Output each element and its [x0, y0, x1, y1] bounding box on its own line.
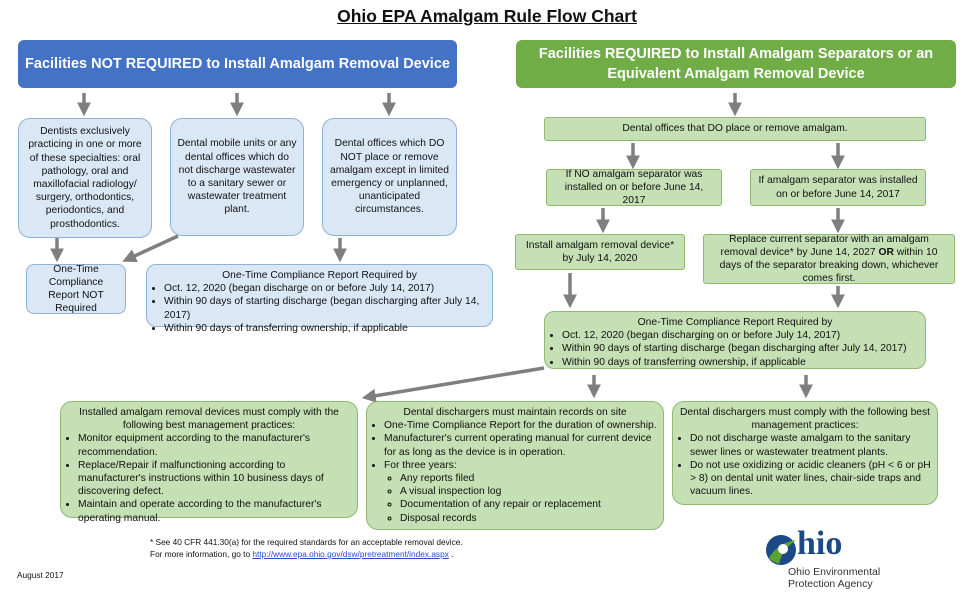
- footnote-more-info-text: For more information, go to: [150, 549, 253, 559]
- install-device-text: Install amalgam removal device* by July …: [525, 239, 675, 264]
- list-item: Monitor equipment according to the manuf…: [78, 432, 351, 458]
- records-sublist: Any reports filed A visual inspection lo…: [384, 472, 657, 525]
- specialties-text: Dentists exclusively practicing in one o…: [28, 126, 142, 230]
- right-report-heading: One-Time Compliance Report Required by: [637, 317, 833, 328]
- report-not-required-box: One-Time Compliance Report NOT Required: [26, 264, 126, 314]
- offices-place-amalgam-box: Dental offices that DO place or remove a…: [544, 117, 926, 141]
- list-item: Within 90 days of transferring ownership…: [164, 322, 486, 335]
- mobile-units-text: Dental mobile units or any dental office…: [177, 138, 297, 216]
- logo-agency-line2: Protection Agency: [788, 578, 873, 590]
- list-item: Any reports filed: [400, 472, 657, 485]
- list-item: Do not use oxidizing or acidic cleaners …: [690, 459, 931, 499]
- list-item: Manufacturer's current operating manual …: [384, 432, 657, 458]
- arrow: [361, 366, 545, 403]
- has-separator-text: If amalgam separator was installed on or…: [758, 175, 918, 200]
- replace-separator-text: Replace current separator with an amalga…: [710, 233, 948, 286]
- records-list: One-Time Compliance Report for the durat…: [373, 419, 657, 525]
- list-item: One-Time Compliance Report for the durat…: [384, 419, 657, 432]
- list-item: Disposal records: [400, 512, 657, 525]
- pretreatment-link[interactable]: http://www.epa.ohio.gov/dsw/pretreatment…: [252, 549, 449, 559]
- bmp-devices-heading: Installed amalgam removal devices must c…: [79, 407, 339, 432]
- list-item: Within 90 days of starting discharge (be…: [562, 342, 919, 355]
- ohio-epa-logo: hio Ohio Environmental Protection Agency: [764, 525, 894, 592]
- no-amalgam-box: Dental offices which DO NOT place or rem…: [322, 118, 457, 236]
- records-heading: Dental dischargers must maintain records…: [403, 407, 627, 418]
- right-report-list: Oct. 12, 2020 (began discharging on or b…: [551, 329, 919, 369]
- logo-word: hio: [797, 525, 843, 562]
- report-not-required-text: One-Time Compliance Report NOT Required: [48, 263, 104, 315]
- footnote-standards: * See 40 CFR 441.30(a) for the required …: [150, 537, 463, 547]
- date-label: August 2017: [17, 570, 64, 580]
- logo-agency-line1: Ohio Environmental: [788, 566, 881, 578]
- dischargers-comply-heading: Dental dischargers must comply with the …: [679, 407, 931, 432]
- not-required-header: Facilities NOT REQUIRED to Install Amalg…: [18, 40, 457, 88]
- list-item: Documentation of any repair or replaceme…: [400, 498, 657, 511]
- no-separator-box: If NO amalgam separator was installed on…: [546, 169, 722, 206]
- list-item: For three years: Any reports filed A vis…: [384, 459, 657, 525]
- no-amalgam-text: Dental offices which DO NOT place or rem…: [329, 138, 450, 216]
- replace-text-part: Replace current separator with an amalga…: [720, 233, 929, 258]
- left-report-heading: One-Time Compliance Report Required by: [222, 270, 417, 281]
- not-required-header-text: Facilities NOT REQUIRED to Install Amalg…: [25, 56, 450, 72]
- list-item: Oct. 12, 2020 (began discharge on or bef…: [164, 282, 486, 295]
- install-device-box: Install amalgam removal device* by July …: [515, 234, 685, 270]
- footnote-more-info-end: .: [448, 549, 454, 559]
- arrow: [122, 234, 179, 263]
- list-item: Oct. 12, 2020 (began discharging on or b…: [562, 329, 919, 342]
- offices-place-amalgam-text: Dental offices that DO place or remove a…: [622, 123, 848, 135]
- footnote-more-info: For more information, go to http://www.e…: [150, 548, 570, 560]
- right-compliance-report-box: One-Time Compliance Report Required by O…: [544, 311, 926, 369]
- replace-separator-box: Replace current separator with an amalga…: [703, 234, 955, 284]
- bmp-devices-list: Monitor equipment according to the manuf…: [67, 432, 351, 524]
- no-separator-text: If NO amalgam separator was installed on…: [564, 168, 704, 207]
- dischargers-comply-list: Do not discharge waste amalgam to the sa…: [679, 432, 931, 498]
- page-title: Ohio EPA Amalgam Rule Flow Chart: [337, 6, 637, 26]
- list-item: Do not discharge waste amalgam to the sa…: [690, 432, 931, 458]
- list-item: Replace/Repair if malfunctioning accordi…: [78, 459, 351, 499]
- bmp-devices-box: Installed amalgam removal devices must c…: [60, 401, 358, 524]
- ohio-swoosh-icon: [766, 535, 796, 565]
- dischargers-comply-box: Dental dischargers must comply with the …: [672, 401, 938, 505]
- replace-or: OR: [878, 246, 894, 258]
- records-box: Dental dischargers must maintain records…: [366, 401, 664, 530]
- three-years-label: For three years:: [384, 459, 457, 471]
- left-report-list: Oct. 12, 2020 (began discharge on or bef…: [153, 282, 486, 335]
- list-item: Within 90 days of starting discharge (be…: [164, 295, 486, 321]
- specialties-box: Dentists exclusively practicing in one o…: [18, 118, 152, 238]
- has-separator-box: If amalgam separator was installed on or…: [750, 169, 926, 206]
- left-compliance-report-box: One-Time Compliance Report Required by O…: [146, 264, 493, 334]
- replace-text-part: within 10 days of the separator breaking…: [719, 246, 939, 285]
- list-item: A visual inspection log: [400, 485, 657, 498]
- list-item: Maintain and operate according to the ma…: [78, 498, 351, 524]
- required-header-text: Facilities REQUIRED to Install Amalgam S…: [538, 46, 934, 82]
- required-header: Facilities REQUIRED to Install Amalgam S…: [516, 40, 956, 88]
- list-item: Within 90 days of transferring ownership…: [562, 356, 919, 369]
- mobile-units-box: Dental mobile units or any dental office…: [170, 118, 304, 236]
